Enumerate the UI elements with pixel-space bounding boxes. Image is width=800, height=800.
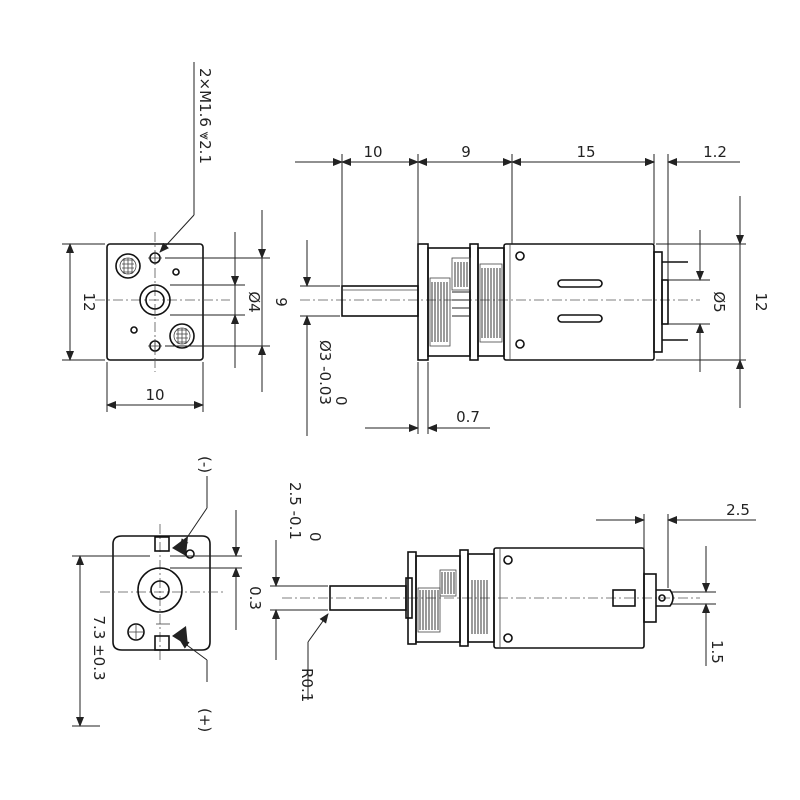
side-view: 10 9 15 1.2 12 Ø5 0 Ø3 -0.03 0.7 (295, 143, 770, 436)
screw-note-label: 2×M1.6 ⩔2.1 (196, 68, 214, 164)
flat-tol-top-label: 0 (306, 532, 324, 542)
front-width-label: 10 (145, 386, 164, 404)
len-motor-label: 15 (576, 143, 595, 161)
flange-label: 0.7 (456, 408, 480, 426)
vent-slot-top (557, 279, 603, 288)
boss-dia-label: Ø5 (710, 291, 728, 312)
back-height-label: 7.3 ±0.3 (90, 615, 108, 680)
body-height-label: 12 (752, 292, 770, 311)
screw-hole-br (169, 323, 195, 349)
motor-end-cap (653, 251, 663, 353)
bottom-end-cap (643, 573, 657, 623)
terminal-tab (612, 589, 636, 607)
radius-label: R0.1 (298, 668, 316, 702)
front-shaft-dia-label: Ø4 (245, 291, 263, 312)
front-view: 10 12 Ø4 9 2×M1.6 ⩔2.1 (62, 62, 290, 412)
shaft-tol-top-label: 0 (332, 396, 350, 406)
terminal-pos (154, 635, 170, 651)
back-plate (112, 535, 211, 651)
front-height-label: 12 (80, 292, 98, 311)
len-end-label: 1.2 (703, 143, 727, 161)
back-offset-label: 0.3 (246, 586, 264, 610)
back-bearing (137, 567, 183, 613)
flat-tol-label: 2.5 -0.1 (286, 482, 304, 540)
screw-hole-tl (115, 253, 141, 279)
output-shaft (341, 285, 419, 317)
negative-terminal-label: (-) (196, 456, 214, 473)
len-gear2-label: 9 (461, 143, 471, 161)
bottom-side-view: 0 2.5 -0.1 R0.1 2.5 1.5 (270, 482, 756, 702)
len-gear1-label: 10 (363, 143, 382, 161)
motor-body (503, 243, 655, 361)
shaft-boss (139, 284, 171, 316)
rear-boss (661, 279, 669, 325)
back-screw (127, 623, 145, 641)
terminal-neg (154, 536, 170, 552)
terminal-offset-label: 1.5 (708, 640, 726, 664)
front-pitch-label: 9 (272, 297, 290, 307)
back-view: (-) (+) 0.3 7.3 ±0.3 (72, 456, 264, 732)
shaft-tol-label: Ø3 -0.03 (316, 340, 334, 405)
vent-slot-bottom (557, 314, 603, 323)
terminal-len-label: 2.5 (726, 501, 750, 519)
positive-terminal-label: (+) (196, 708, 214, 732)
gearbox-front-plate (417, 243, 429, 361)
